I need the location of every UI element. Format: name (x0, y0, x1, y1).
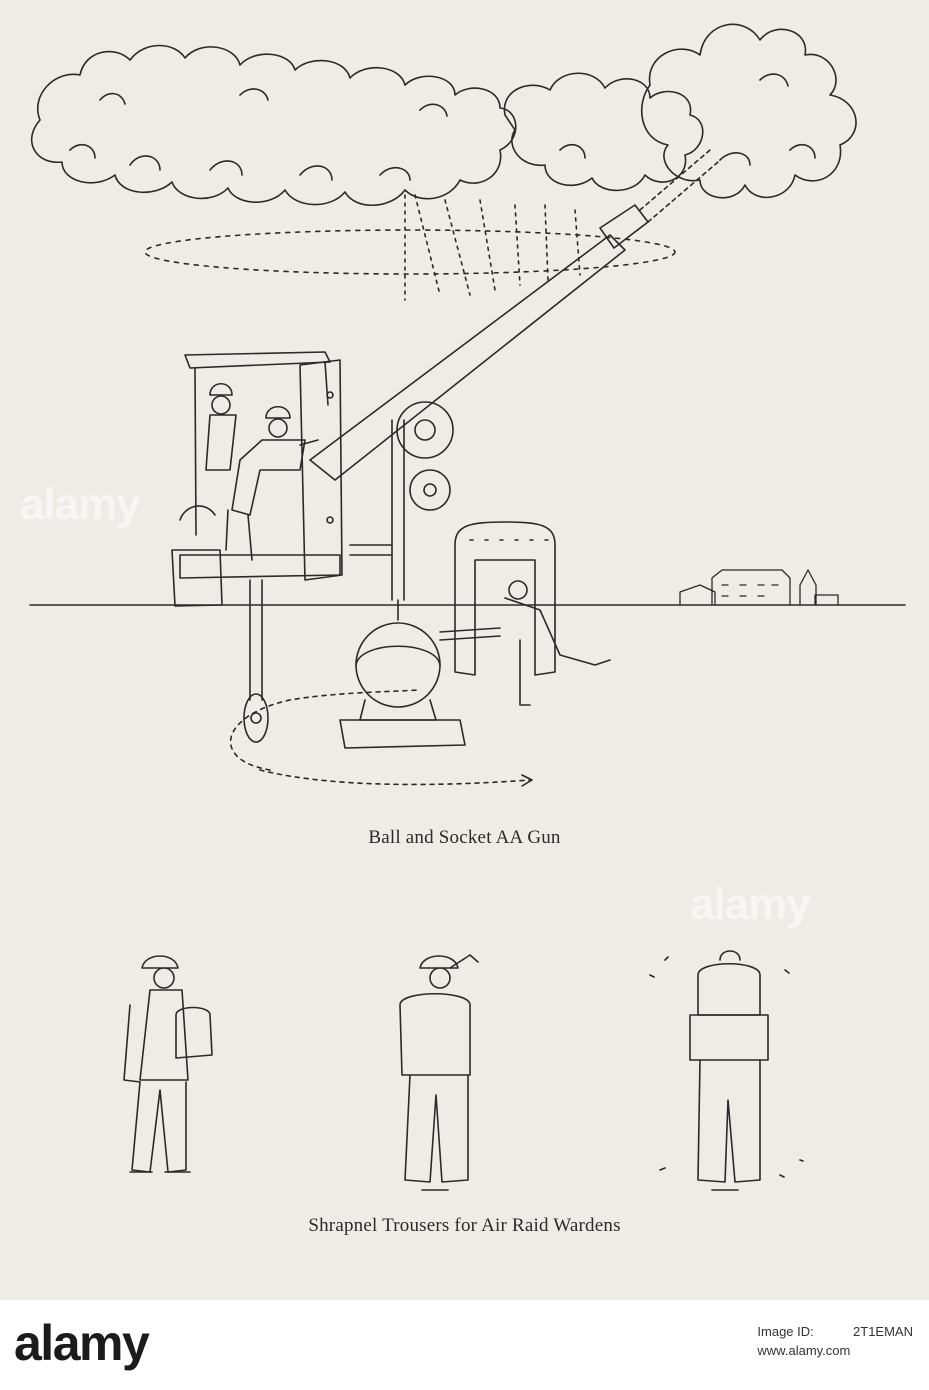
footer-bar: alamy Image ID: 2T1EMAN www.alamy.com (0, 1300, 929, 1390)
image-id-row: Image ID: 2T1EMAN (757, 1322, 913, 1341)
gun-barrel (309, 149, 719, 481)
dotted-rotation-path (229, 689, 421, 771)
warden-figure-2 (399, 954, 479, 1191)
footer-info: Image ID: 2T1EMAN www.alamy.com (757, 1322, 913, 1360)
clouds (30, 23, 857, 206)
warden-figure-1 (123, 955, 213, 1173)
ball-and-socket (339, 599, 466, 749)
cartoon-illustration (29, 23, 906, 1191)
image-id-value: 2T1EMAN (853, 1324, 913, 1339)
warden-figure-3 (649, 950, 804, 1191)
shell-trails (404, 194, 581, 301)
site-row: www.alamy.com (757, 1341, 913, 1360)
illustration-page: Ball and Socket AA Gun Shrapnel Trousers… (0, 0, 929, 1300)
gun-platform (171, 351, 454, 743)
distant-houses (679, 569, 839, 606)
arrowhead (521, 774, 533, 787)
caption-ball-and-socket: Ball and Socket AA Gun (368, 827, 561, 848)
caption-shrapnel-trousers: Shrapnel Trousers for Air Raid Wardens (308, 1215, 621, 1236)
gunner-figures (205, 382, 319, 561)
control-cabin (439, 521, 611, 706)
image-id-label: Image ID: (757, 1324, 814, 1339)
site-link[interactable]: www.alamy.com (757, 1343, 851, 1358)
dotted-rotation-arrow (259, 769, 531, 786)
brand-logo: alamy (14, 1315, 150, 1371)
dotted-orbit-sky (144, 229, 676, 275)
